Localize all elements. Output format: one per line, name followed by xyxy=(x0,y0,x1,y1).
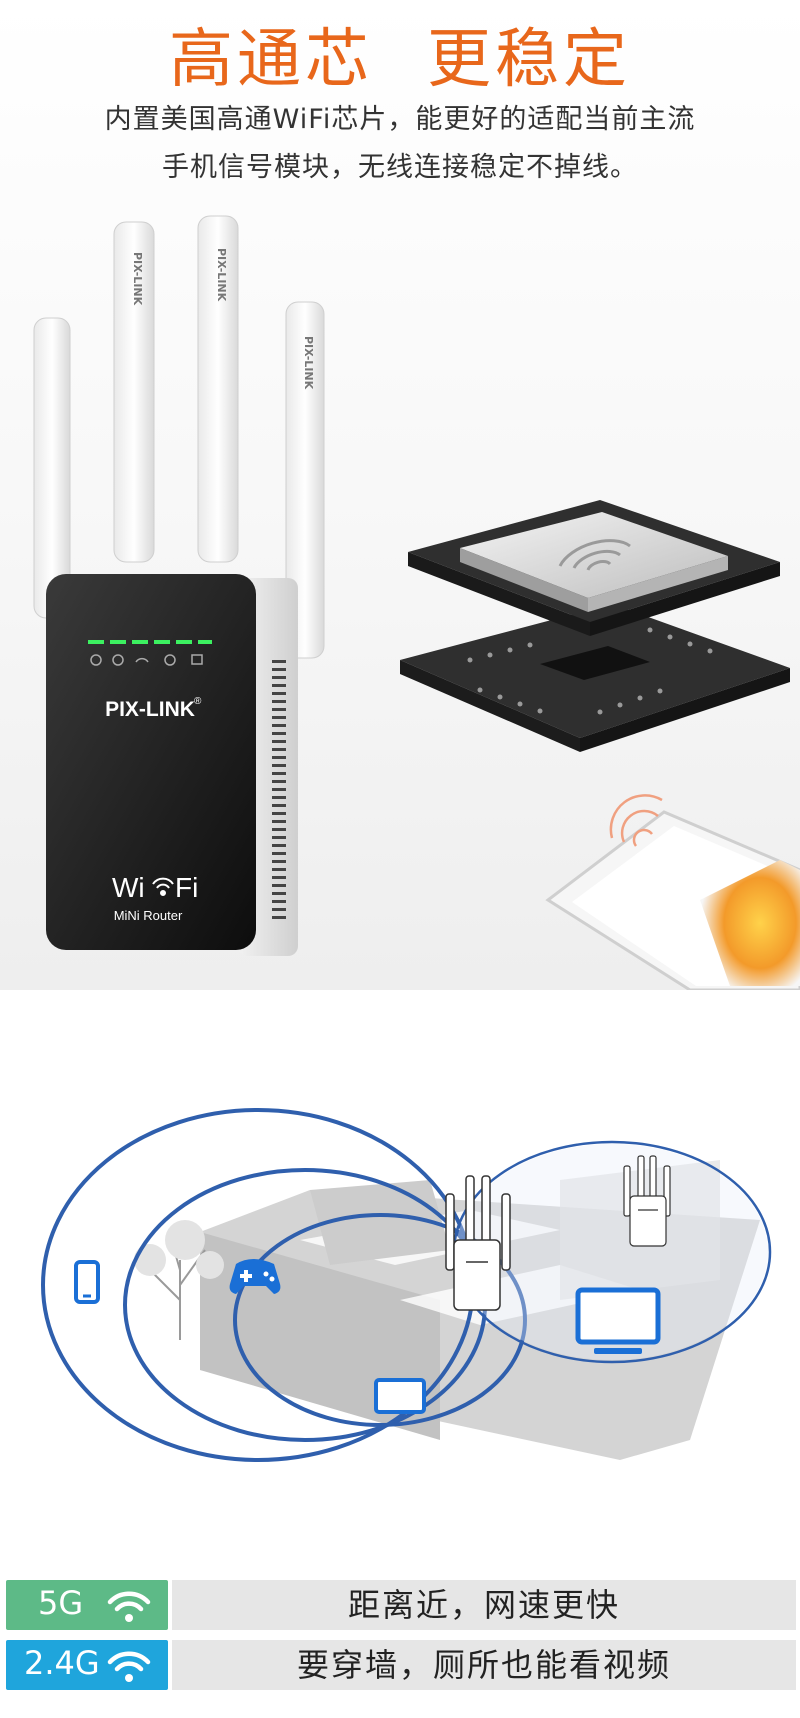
band-label-24g: 2.4G xyxy=(24,1644,100,1682)
router-icon-secondary xyxy=(623,1155,671,1247)
wifi-icon xyxy=(107,1651,151,1682)
phone-illustration xyxy=(545,794,800,990)
gamepad-icon xyxy=(229,1259,281,1294)
router-icon-main xyxy=(445,1175,511,1311)
band-tag-24g: 2.4G xyxy=(6,1640,168,1690)
router-brand: PIX-LINK xyxy=(105,698,195,721)
signal-waves-icon xyxy=(609,794,663,847)
coverage-section xyxy=(0,990,800,1590)
band-text-24g: 要穿墙，厕所也能看视频 xyxy=(172,1640,796,1690)
antenna-brand-text: PIX-LINK xyxy=(131,252,144,306)
band-row-24g: 2.4G 要穿墙，厕所也能看视频 xyxy=(6,1640,796,1690)
band-row-5g: 5G 距离近，网速更快 xyxy=(6,1580,796,1630)
description-line1: 内置美国高通WiFi芯片，能更好的适配当前主流 xyxy=(104,104,696,135)
chip-illustration xyxy=(400,500,790,752)
tv-icon xyxy=(575,1287,661,1354)
router-device: PIX-LINK ® Wi Fi MiNi Router xyxy=(46,574,298,956)
router-antennas: PIX-LINK PIX-LINK PIX-LINK xyxy=(33,215,325,659)
svg-text:PIX-LINK: PIX-LINK xyxy=(215,248,228,302)
wifi-icon xyxy=(107,1591,151,1622)
headline-part1: 高通芯 xyxy=(169,23,373,97)
headline-part2: 更稳定 xyxy=(427,23,631,97)
wifi-logo-left: Wi xyxy=(112,872,145,903)
headline: 高通芯更稳定 xyxy=(0,8,800,100)
coverage-diagram xyxy=(41,1108,772,1462)
registered-mark: ® xyxy=(194,696,202,707)
description: 内置美国高通WiFi芯片，能更好的适配当前主流 手机信号模块，无线连接稳定不掉线… xyxy=(0,96,800,192)
wifi-logo-icon xyxy=(152,877,174,896)
wifi-logo-right: Fi xyxy=(175,872,198,903)
band-tag-5g: 5G xyxy=(6,1580,168,1630)
description-line2: 手机信号模块，无线连接稳定不掉线。 xyxy=(162,152,638,183)
svg-text:PIX-LINK: PIX-LINK xyxy=(302,336,315,390)
tablet-icon xyxy=(374,1378,426,1414)
hero-illustration: PIX-LINK PIX-LINK PIX-LINK xyxy=(33,215,800,990)
phone-icon xyxy=(74,1260,100,1304)
tree-icon xyxy=(134,1220,224,1340)
status-leds xyxy=(88,640,212,666)
router-model: MiNi Router xyxy=(114,908,183,923)
band-label-5g: 5G xyxy=(38,1584,84,1622)
hero-section: 高通芯更稳定 内置美国高通WiFi芯片，能更好的适配当前主流 手机信号模块，无线… xyxy=(0,0,800,990)
band-text-5g: 距离近，网速更快 xyxy=(172,1580,796,1630)
